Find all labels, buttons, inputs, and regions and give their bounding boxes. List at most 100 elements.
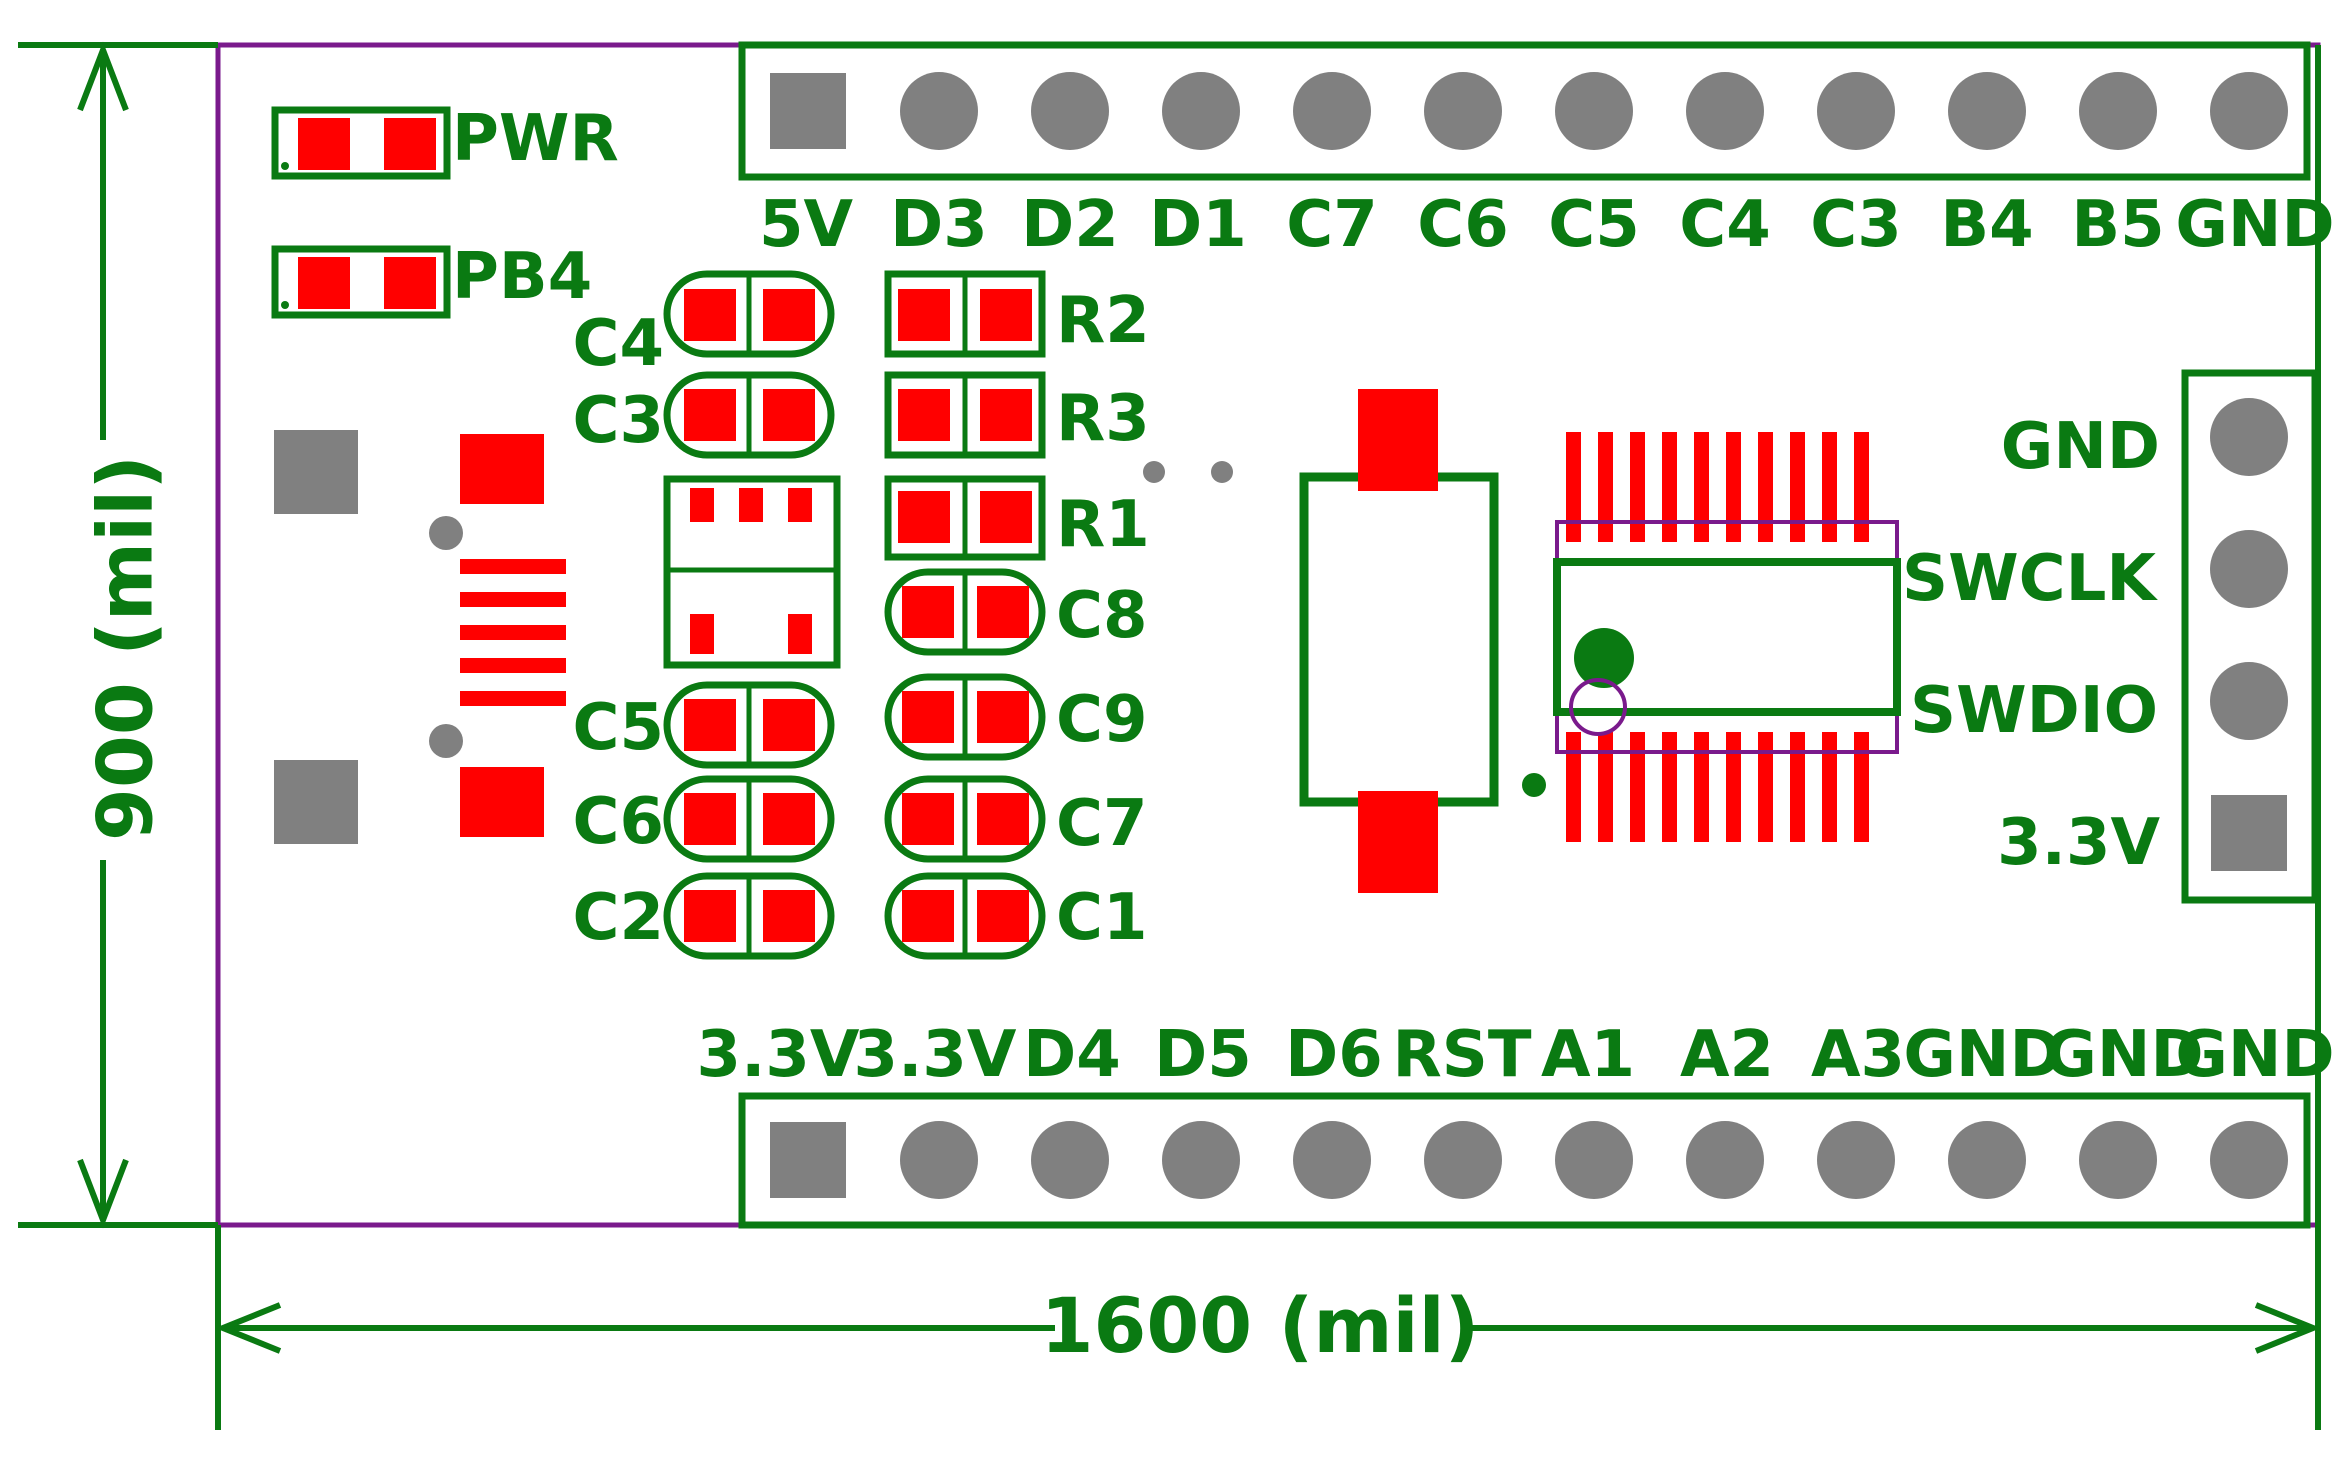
ic-top-pins xyxy=(1566,432,1869,542)
led-outline xyxy=(271,106,451,180)
height-dimension xyxy=(18,41,218,1229)
component-pad xyxy=(763,793,815,845)
capacitor-c3: C3 xyxy=(573,371,835,459)
header-pin xyxy=(1817,72,1895,150)
bottom-pin-label: GND xyxy=(2044,1018,2203,1092)
header-pin xyxy=(900,72,978,150)
component-pad xyxy=(684,890,736,942)
top-pin-label: B5 xyxy=(2071,188,2164,262)
microcontroller-ic xyxy=(1553,432,1901,842)
swd-pin-label: SWCLK xyxy=(1902,542,2158,616)
bottom-pin-label: D4 xyxy=(1023,1018,1121,1092)
bottom-pin-label: A3 xyxy=(1811,1018,1905,1092)
bottom-pin-label: A1 xyxy=(1541,1018,1635,1092)
capacitor-c8: C8 xyxy=(884,568,1148,656)
header-pin xyxy=(1555,72,1633,150)
component-designator: R2 xyxy=(1056,284,1150,358)
header-pin xyxy=(1031,1121,1109,1199)
swd-header: GND SWCLK SWDIO 3.3V xyxy=(1902,369,2319,904)
header-pin xyxy=(1293,1121,1371,1199)
top-pin-label: B4 xyxy=(1940,188,2033,262)
top-pin-label: D1 xyxy=(1149,188,1247,262)
bottom-header-labels: 3.3V 3.3V D4 D5 D6 RST A1 A2 A3 GND GND … xyxy=(697,1018,2335,1092)
component-pad xyxy=(902,793,954,845)
bottom-pin-label: 3.3V xyxy=(854,1018,1017,1092)
component-designator: C1 xyxy=(1056,881,1148,955)
header-pin xyxy=(2079,1121,2157,1199)
usb-mount-hole xyxy=(274,430,358,514)
bottom-pin-label: D5 xyxy=(1154,1018,1252,1092)
usb-shield-pad xyxy=(460,767,544,837)
led-outline xyxy=(271,245,451,319)
component-pad xyxy=(980,389,1032,441)
top-header-outline xyxy=(738,41,2311,181)
header-pin xyxy=(1424,1121,1502,1199)
component-pad xyxy=(977,691,1029,743)
header-pin xyxy=(1817,1121,1895,1199)
usb-shield-pad xyxy=(460,434,544,504)
capacitor-c5: C5 xyxy=(573,681,835,769)
header-pin xyxy=(2210,72,2288,150)
top-header-labels: 5V D3 D2 D1 C7 C6 C5 C4 C3 B4 B5 GND xyxy=(759,188,2335,262)
component-pad xyxy=(898,491,950,543)
bottom-header-pins xyxy=(770,1121,2288,1199)
led-pwr: PWR xyxy=(271,102,619,180)
swd-pin-label: 3.3V xyxy=(1997,806,2160,880)
regulator-pad xyxy=(788,488,812,522)
component-designator: R1 xyxy=(1056,488,1150,562)
bottom-pin-label: 3.3V xyxy=(697,1018,860,1092)
component-pad xyxy=(902,890,954,942)
component-designator: C7 xyxy=(1056,787,1148,861)
height-dimension-label: 900 (mil) xyxy=(81,455,170,841)
component-pad xyxy=(763,289,815,341)
led-pb4: PB4 xyxy=(271,240,592,319)
component-pad xyxy=(684,289,736,341)
header-pin-square xyxy=(770,73,846,149)
capacitor-c2: C2 xyxy=(573,872,835,960)
swd-header-pins xyxy=(2210,398,2288,871)
component-designator: R3 xyxy=(1056,382,1150,456)
component-designator: C6 xyxy=(573,785,665,859)
top-pin-label: C7 xyxy=(1286,188,1378,262)
fiducial-dot xyxy=(1143,461,1165,483)
led-designator: PB4 xyxy=(452,240,592,314)
top-pin-label: D2 xyxy=(1021,188,1119,262)
component-designator: C4 xyxy=(573,307,665,381)
header-pin xyxy=(1555,1121,1633,1199)
capacitor-c9: C9 xyxy=(884,673,1148,761)
header-pin xyxy=(1031,72,1109,150)
resistor-r3: R3 xyxy=(884,371,1150,459)
width-dimension-label: 1600 (mil) xyxy=(1041,1281,1480,1370)
capacitor-c4: C4 xyxy=(573,270,835,381)
resistor-r2: R2 xyxy=(884,270,1150,358)
led-pad xyxy=(298,257,350,309)
usb-locating-hole xyxy=(429,516,463,550)
ic-pin1-assembly-marker xyxy=(1569,678,1627,736)
component-pad xyxy=(763,699,815,751)
bottom-pin-label: D6 xyxy=(1285,1018,1383,1092)
component-pad xyxy=(977,793,1029,845)
bottom-header: 3.3V 3.3V D4 D5 D6 RST A1 A2 A3 GND GND … xyxy=(697,1018,2335,1229)
header-pin xyxy=(1686,72,1764,150)
top-pin-label: 5V xyxy=(759,188,854,262)
component-designator: C8 xyxy=(1056,579,1148,653)
top-header-pins xyxy=(770,72,2288,150)
component-designator: C9 xyxy=(1056,683,1148,757)
component-pad xyxy=(898,289,950,341)
button-pad xyxy=(1358,791,1438,893)
led-pad xyxy=(298,118,350,170)
button-dot xyxy=(1522,773,1546,797)
top-pin-label: C3 xyxy=(1810,188,1902,262)
top-pin-label: C4 xyxy=(1679,188,1771,262)
component-pad xyxy=(684,389,736,441)
component-pad xyxy=(763,890,815,942)
capacitor-c1: C1 xyxy=(884,872,1148,960)
voltage-regulator xyxy=(663,475,841,669)
regulator-pad xyxy=(739,488,763,522)
usb-signal-pads xyxy=(460,559,566,706)
header-pin xyxy=(2210,662,2288,740)
regulator-pad xyxy=(788,614,812,654)
header-pin xyxy=(2079,72,2157,150)
component-pad xyxy=(684,699,736,751)
ic-bottom-pins xyxy=(1566,732,1869,842)
